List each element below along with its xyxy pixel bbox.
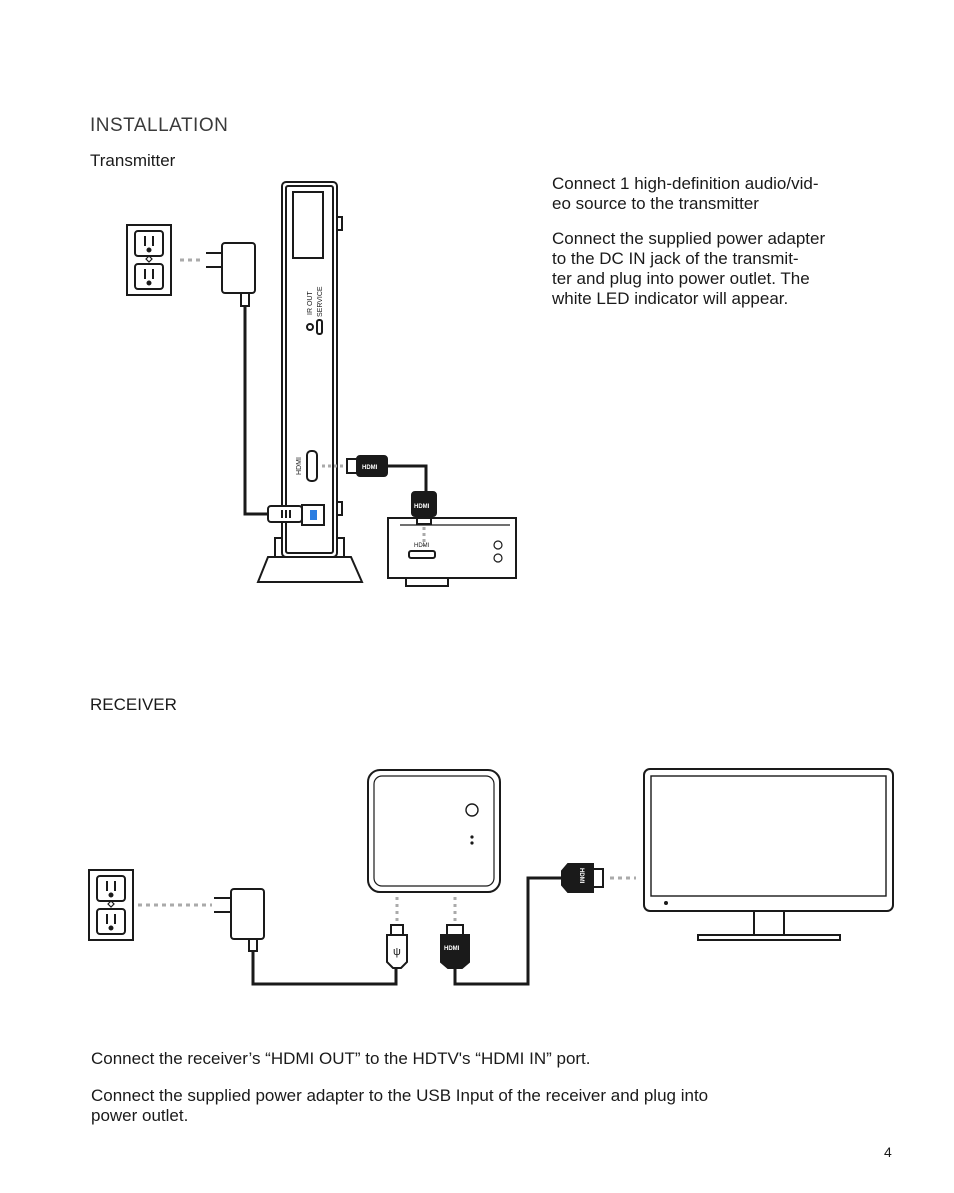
source-device-icon (387, 517, 517, 587)
service-label: SERVICE (317, 286, 324, 317)
wall-outlet-icon (88, 869, 134, 941)
hdtv-icon (643, 768, 894, 941)
hdmi-port-label: HDMI (296, 457, 303, 475)
power-adapter-icon (206, 242, 256, 307)
section-title: INSTALLATION (90, 115, 229, 136)
transmitter-device-icon (256, 181, 364, 583)
receiver-step-1: Connect the receiver’s “HDMI OUT” to the… (91, 1049, 591, 1068)
receiver-heading: RECEIVER (90, 695, 177, 714)
svg-text:HDMI: HDMI (578, 868, 584, 884)
hdmi-plug-vertical-icon (411, 491, 437, 525)
transmitter-step-1: Connect 1 high-definition audio/vid- eo … (552, 174, 819, 213)
hdmi-plug-icon (346, 455, 388, 477)
power-adapter-icon (214, 888, 265, 952)
receiver-device-icon (367, 769, 501, 893)
transmitter-diagram: IR OUT SERVICE HDMI HDMI HDMI HDMI (126, 181, 517, 587)
svg-text:HDMI: HDMI (414, 504, 430, 510)
transmitter-heading: Transmitter (90, 151, 176, 170)
page-number: 4 (884, 1144, 892, 1160)
hdmi-plug-brand: HDMI (444, 946, 460, 952)
hdmi-plug-icon (440, 924, 470, 969)
dc-plug-icon (267, 505, 303, 523)
hdmi-plug-tv-icon (561, 863, 604, 893)
wall-outlet-icon (126, 224, 172, 296)
receiver-diagram: ψ HDMI HDMI (88, 768, 894, 986)
receiver-step-2: Connect the supplied power adapter to th… (91, 1086, 709, 1125)
usb-symbol: ψ (393, 946, 401, 958)
hdmi-plug-brand: HDMI (362, 465, 378, 471)
transmitter-step-2: Connect the supplied power adapter to th… (552, 229, 826, 308)
source-hdmi-label: HDMI (414, 543, 430, 549)
ir-out-label: IR OUT (307, 291, 314, 315)
usb-plug-icon (386, 924, 408, 969)
